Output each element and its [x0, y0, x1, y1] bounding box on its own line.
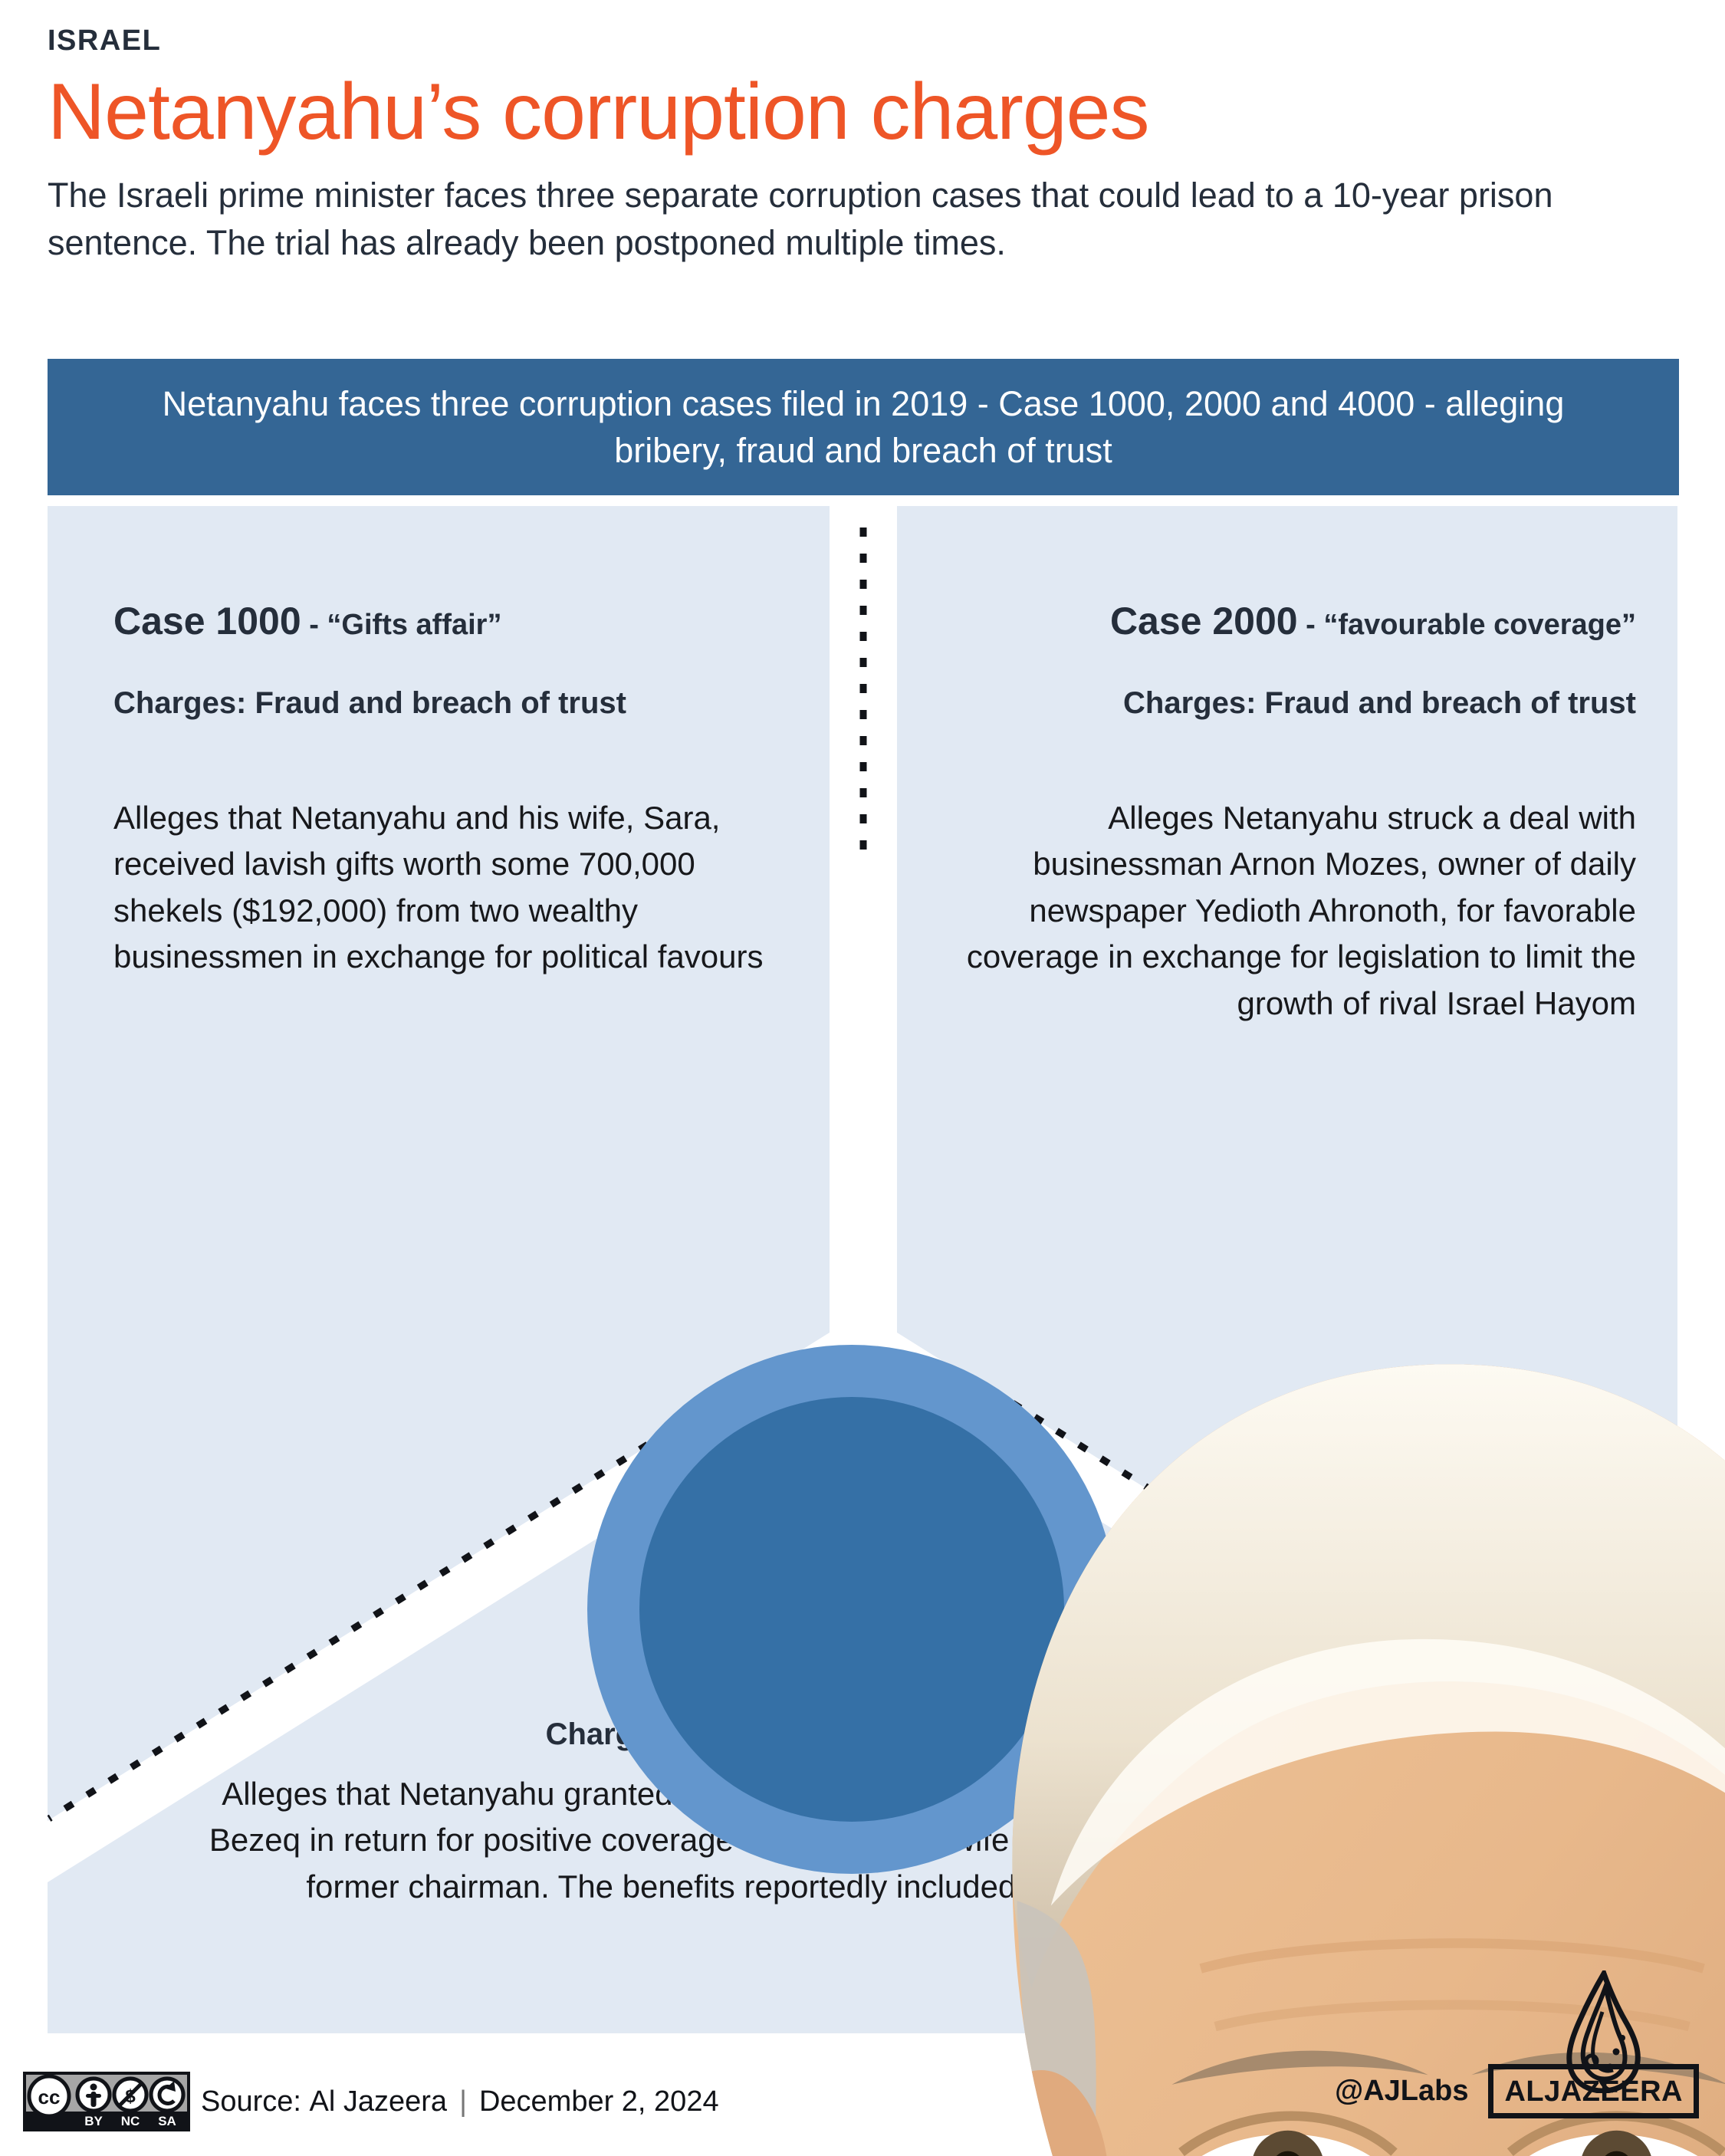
source-value: Al Jazeera [309, 2085, 448, 2118]
footer: cc $ BY NC SA Source: Al Jazeera | Decembe… [0, 1970, 1725, 2156]
brand-group: @AJLabs ALJAZEERA [1335, 2064, 1699, 2118]
svg-text:cc: cc [38, 2085, 61, 2108]
case-2000-number: Case 2000 [1109, 600, 1298, 643]
panel-case-1000 [48, 506, 830, 1821]
page-title: Netanyahu’s corruption charges [48, 67, 1150, 156]
connector-left [47, 1386, 738, 1822]
case-2000-body: Alleges Netanyahu struck a deal with bus… [966, 800, 1636, 1021]
case-1000-heading: Case 1000 - “Gifts affair” [113, 600, 803, 643]
footer-separator: | [459, 2085, 467, 2118]
netanyahu-portrait [587, 1345, 1725, 2156]
case-2000-heading: Case 2000 - “favourable coverage” [931, 600, 1636, 643]
case-1000-charges: Charges: Fraud and breach of trust [113, 686, 626, 720]
case-1000-body: Alleges that Netanyahu and his wife, Sar… [113, 800, 764, 975]
summary-banner: Netanyahu faces three corruption cases f… [48, 359, 1679, 495]
summary-banner-text: Netanyahu faces three corruption cases f… [162, 383, 1565, 470]
portrait-face-illustration [1012, 1364, 1725, 2156]
header: ISRAEL Netanyahu’s corruption charges Th… [48, 26, 1681, 268]
case-2000-charges: Charges: Fraud and breach of trust [1123, 686, 1636, 720]
aj-labs-handle: @AJLabs [1335, 2075, 1469, 2107]
case-2000-nickname: - “favourable coverage” [1297, 609, 1636, 641]
standfirst-text: The Israeli prime minister faces three s… [48, 176, 1553, 263]
license-mark-nc: NC [121, 2114, 140, 2128]
creative-commons-badge: cc $ BY NC SA [23, 2072, 190, 2131]
license-mark-sa: SA [158, 2114, 176, 2128]
connector-right [988, 1386, 1678, 1822]
source-line: Source: Al Jazeera | December 2, 2024 [201, 2085, 719, 2118]
case-block-1000: Case 1000 - “Gifts affair” Charges: Frau… [113, 600, 803, 981]
kicker-label: ISRAEL [48, 25, 162, 57]
case-block-2000: Case 2000 - “favourable coverage” Charge… [931, 600, 1636, 1027]
al-jazeera-wordmark-text: ALJAZEERA [1504, 2075, 1683, 2108]
source-label: Source: [201, 2085, 301, 2118]
license-mark-by: BY [84, 2114, 103, 2128]
cases-diagram: Case 1000 - “Gifts affair” Charges: Frau… [0, 506, 1725, 2156]
case-1000-number: Case 1000 [113, 600, 301, 643]
portrait-inner-ring [639, 1397, 1064, 1822]
al-jazeera-wordmark: ALJAZEERA [1488, 2064, 1699, 2118]
publish-date: December 2, 2024 [478, 2085, 719, 2118]
case-1000-nickname: - “Gifts affair” [301, 609, 502, 641]
